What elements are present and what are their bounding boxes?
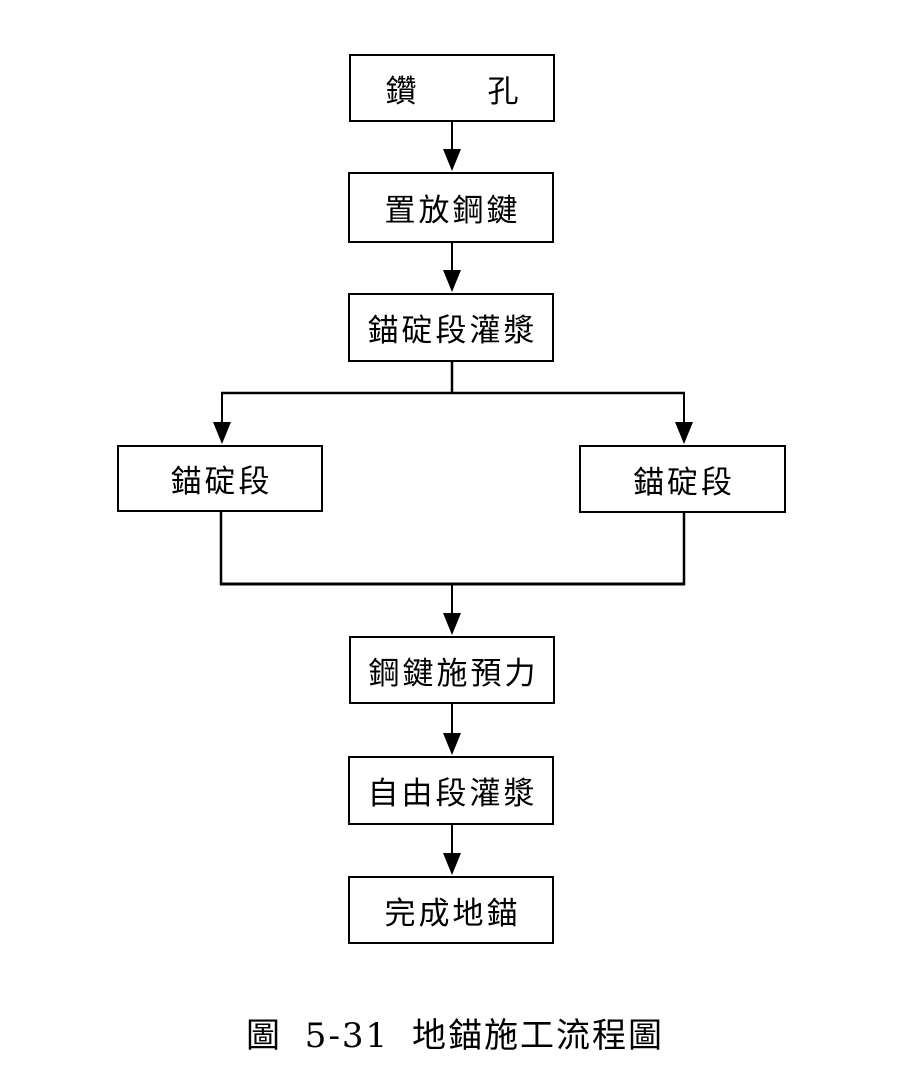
edge-split-branches (213, 362, 693, 444)
flow-node-prestress-tendon: 鋼鍵施預力 (349, 636, 555, 704)
flow-node-anchorage-right: 錨碇段 (579, 445, 786, 513)
edge-place-to-anchorgrout (443, 243, 461, 292)
edge-freegrout-to-complete (443, 825, 461, 875)
edge-prestress-to-freegrout (443, 704, 461, 755)
flow-node-anchorage-right-label: 錨碇段 (633, 464, 735, 501)
arrowhead-icon (443, 270, 461, 292)
figure-caption: 圖 5-31 地錨施工流程圖 (246, 1016, 664, 1056)
flow-node-place-tendon-label: 置放鋼鍵 (384, 193, 521, 229)
flow-node-anchorage-left: 錨碇段 (117, 445, 323, 512)
arrowhead-icon (443, 613, 461, 635)
flow-node-free-length-grouting: 自由段灌漿 (348, 756, 554, 825)
arrowhead-icon (443, 733, 461, 755)
flow-node-place-tendon: 置放鋼鍵 (348, 172, 554, 243)
edge-merge-branches (219, 512, 686, 635)
edge-drill-to-place (443, 122, 461, 171)
flow-node-free-length-grouting-label: 自由段灌漿 (367, 776, 538, 812)
flow-node-complete-anchor-label: 完成地錨 (384, 895, 521, 932)
flow-node-prestress-tendon-label: 鋼鍵施預力 (368, 655, 539, 692)
flow-node-anchorage-grouting: 錨碇段灌漿 (348, 293, 554, 362)
flow-node-complete-anchor: 完成地錨 (348, 876, 554, 944)
flow-node-anchorage-left-label: 錨碇段 (170, 464, 273, 500)
flow-node-anchorage-grouting-label: 錨碇段灌漿 (367, 313, 538, 349)
flow-node-drill-label: 鑽 孔 (385, 73, 522, 110)
arrowhead-icon (443, 853, 461, 875)
arrowhead-icon (443, 149, 461, 171)
arrowhead-icon (675, 422, 693, 444)
arrowhead-icon (213, 422, 231, 444)
flow-node-drill: 鑽 孔 (349, 54, 555, 122)
